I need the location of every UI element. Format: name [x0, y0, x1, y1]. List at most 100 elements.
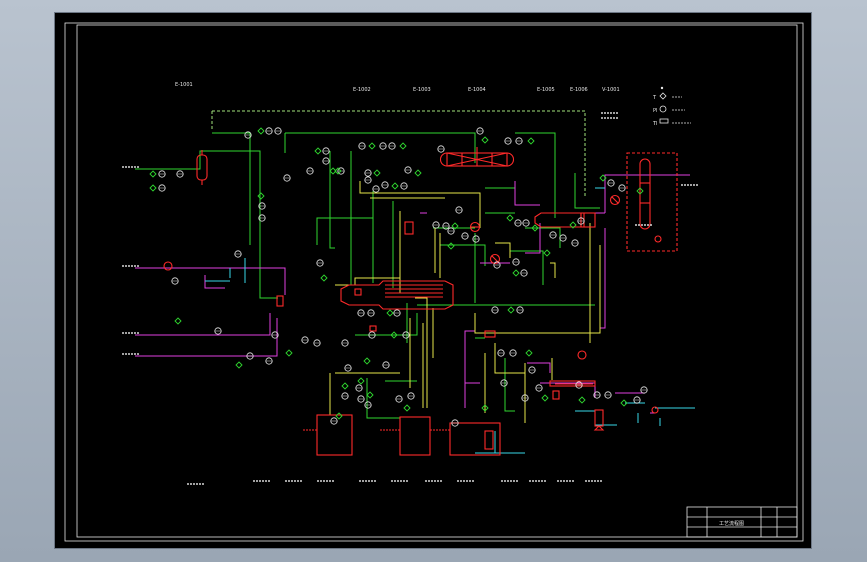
instrument-diamond-icon [399, 142, 407, 150]
instrument-bubble-icon [171, 277, 179, 285]
instrument-bubble-icon [571, 239, 579, 247]
instrument-bubble-icon [442, 222, 450, 230]
label-e1003: E-1003 [413, 87, 431, 93]
instrument-bubble-icon [337, 167, 345, 175]
instrument-bubble-icon [491, 306, 499, 314]
instrument-diamond-icon [357, 377, 365, 385]
instrument-bubble-icon [271, 331, 279, 339]
instrument-diamond-icon [314, 147, 322, 155]
instrument-diamond-icon [257, 127, 265, 135]
instrument-bubble-icon [357, 309, 365, 317]
instrument-bubble-icon [528, 366, 536, 374]
instrument-bubble-icon [382, 361, 390, 369]
instrument-bubble-icon [402, 331, 410, 339]
instrument-bubble-icon [472, 235, 480, 243]
instrument-diamond-icon [403, 404, 411, 412]
storage-tanks[interactable] [303, 414, 501, 456]
instrument-diamond-icon [285, 349, 293, 357]
instrument-diamond-icon [334, 167, 342, 175]
instrument-diamond-icon [599, 174, 607, 182]
instrument-diamond-icon [391, 182, 399, 190]
label-v1001: V-1001 [602, 87, 620, 93]
instrument-diamond-icon [620, 399, 628, 407]
instrument-bubble-icon [364, 176, 372, 184]
instrument-diamond-icon [174, 317, 182, 325]
instrument-bubble-icon [455, 206, 463, 214]
label-e1006: E-1006 [570, 87, 588, 93]
instrument-bubble-icon [404, 166, 412, 174]
feed-pump[interactable] [163, 261, 173, 271]
tube-heat-exchanger[interactable] [439, 147, 515, 167]
instrument-bubble-icon [214, 327, 222, 335]
instrument-diamond-icon [341, 382, 349, 390]
instrument-bubble-icon [520, 269, 528, 277]
instrument-bubble-icon [372, 185, 380, 193]
instrument-bubble-icon [316, 259, 324, 267]
title-block[interactable]: 工艺流程图 [686, 506, 798, 538]
process-flow-diagram: 工艺流程图 T PI TI [64, 22, 804, 542]
instrument-bubble-icon [258, 202, 266, 210]
instrument-diamond-icon [363, 357, 371, 365]
instrument-diamond-icon [578, 396, 586, 404]
cad-drawing-viewport[interactable]: 工艺流程图 T PI TI [54, 12, 812, 549]
instrument-bubble-icon [618, 184, 626, 192]
separator-drum[interactable] [196, 150, 208, 185]
absorption-column[interactable] [626, 152, 678, 252]
legend: T PI TI [652, 86, 691, 127]
instrument-diamond-icon [149, 170, 157, 178]
instrument-bubble-icon [358, 142, 366, 150]
instrument-tags [122, 112, 699, 485]
filter-press[interactable] [549, 380, 659, 431]
instrument-diamond-icon [451, 222, 459, 230]
instrument-diamond-icon [320, 274, 328, 282]
reactor-vessel[interactable] [340, 280, 454, 310]
instrument-diamond-icon [329, 167, 337, 175]
instrument-bubble-icon [516, 306, 524, 314]
label-e1002: E-1002 [353, 87, 371, 93]
instrument-bubble-icon [355, 384, 363, 392]
instrument-bubble-icon [265, 127, 273, 135]
product-pump[interactable] [577, 350, 587, 360]
instrument-bubble-icon [341, 392, 349, 400]
instrument-diamond-icon [149, 184, 157, 192]
horizontal-exchanger[interactable] [534, 212, 596, 228]
instrument-bubble-icon [437, 145, 445, 153]
instrument-bubble-icon [344, 364, 352, 372]
instrument-bubble-icon [407, 392, 415, 400]
instrument-bubble-icon [258, 214, 266, 222]
legend-item-3: TI [652, 121, 658, 127]
instrument-bubble-icon [604, 391, 612, 399]
instrument-bubble-icon [521, 394, 529, 402]
magenta-process-lines [135, 174, 690, 414]
instrument-diamond-icon [543, 249, 551, 257]
instrument-diamond-icon [235, 361, 243, 369]
title-block-text: 工艺流程图 [719, 520, 744, 527]
instrument-bubble-icon [395, 395, 403, 403]
instrument-diamond-icon [366, 391, 374, 399]
outer-frame [64, 22, 804, 542]
instrument-diamond-icon [481, 136, 489, 144]
yellow-process-lines [329, 181, 601, 423]
instrument-bubble-icon [497, 349, 505, 357]
instrument-bubble-icon [461, 232, 469, 240]
instrument-bubble-icon [265, 357, 273, 365]
instrument-bubble-icon [451, 419, 459, 427]
instrument-bubble-icon [330, 417, 338, 425]
inner-frame [76, 24, 798, 538]
label-e1005: E-1005 [537, 87, 555, 93]
instrument-bubble-icon [368, 331, 376, 339]
label-e1004: E-1004 [468, 87, 486, 93]
instrument-bubble-icon [593, 391, 601, 399]
instrument-bubble-icon [633, 396, 641, 404]
instrument-bubble-icon [393, 309, 401, 317]
instrument-diamond-icon [525, 349, 533, 357]
instrument-bubble-icon [514, 219, 522, 227]
instrument-bubble-icon [364, 169, 372, 177]
instrument-bubble-icon [447, 227, 455, 235]
instrument-bubble-icon [400, 182, 408, 190]
instrument-bubble-icon [512, 258, 520, 266]
instrument-bubble-icon [306, 167, 314, 175]
instrument-diamond-icon [368, 142, 376, 150]
instrument-bubble-icon [234, 250, 242, 258]
instrument-bubble-icon [509, 349, 517, 357]
